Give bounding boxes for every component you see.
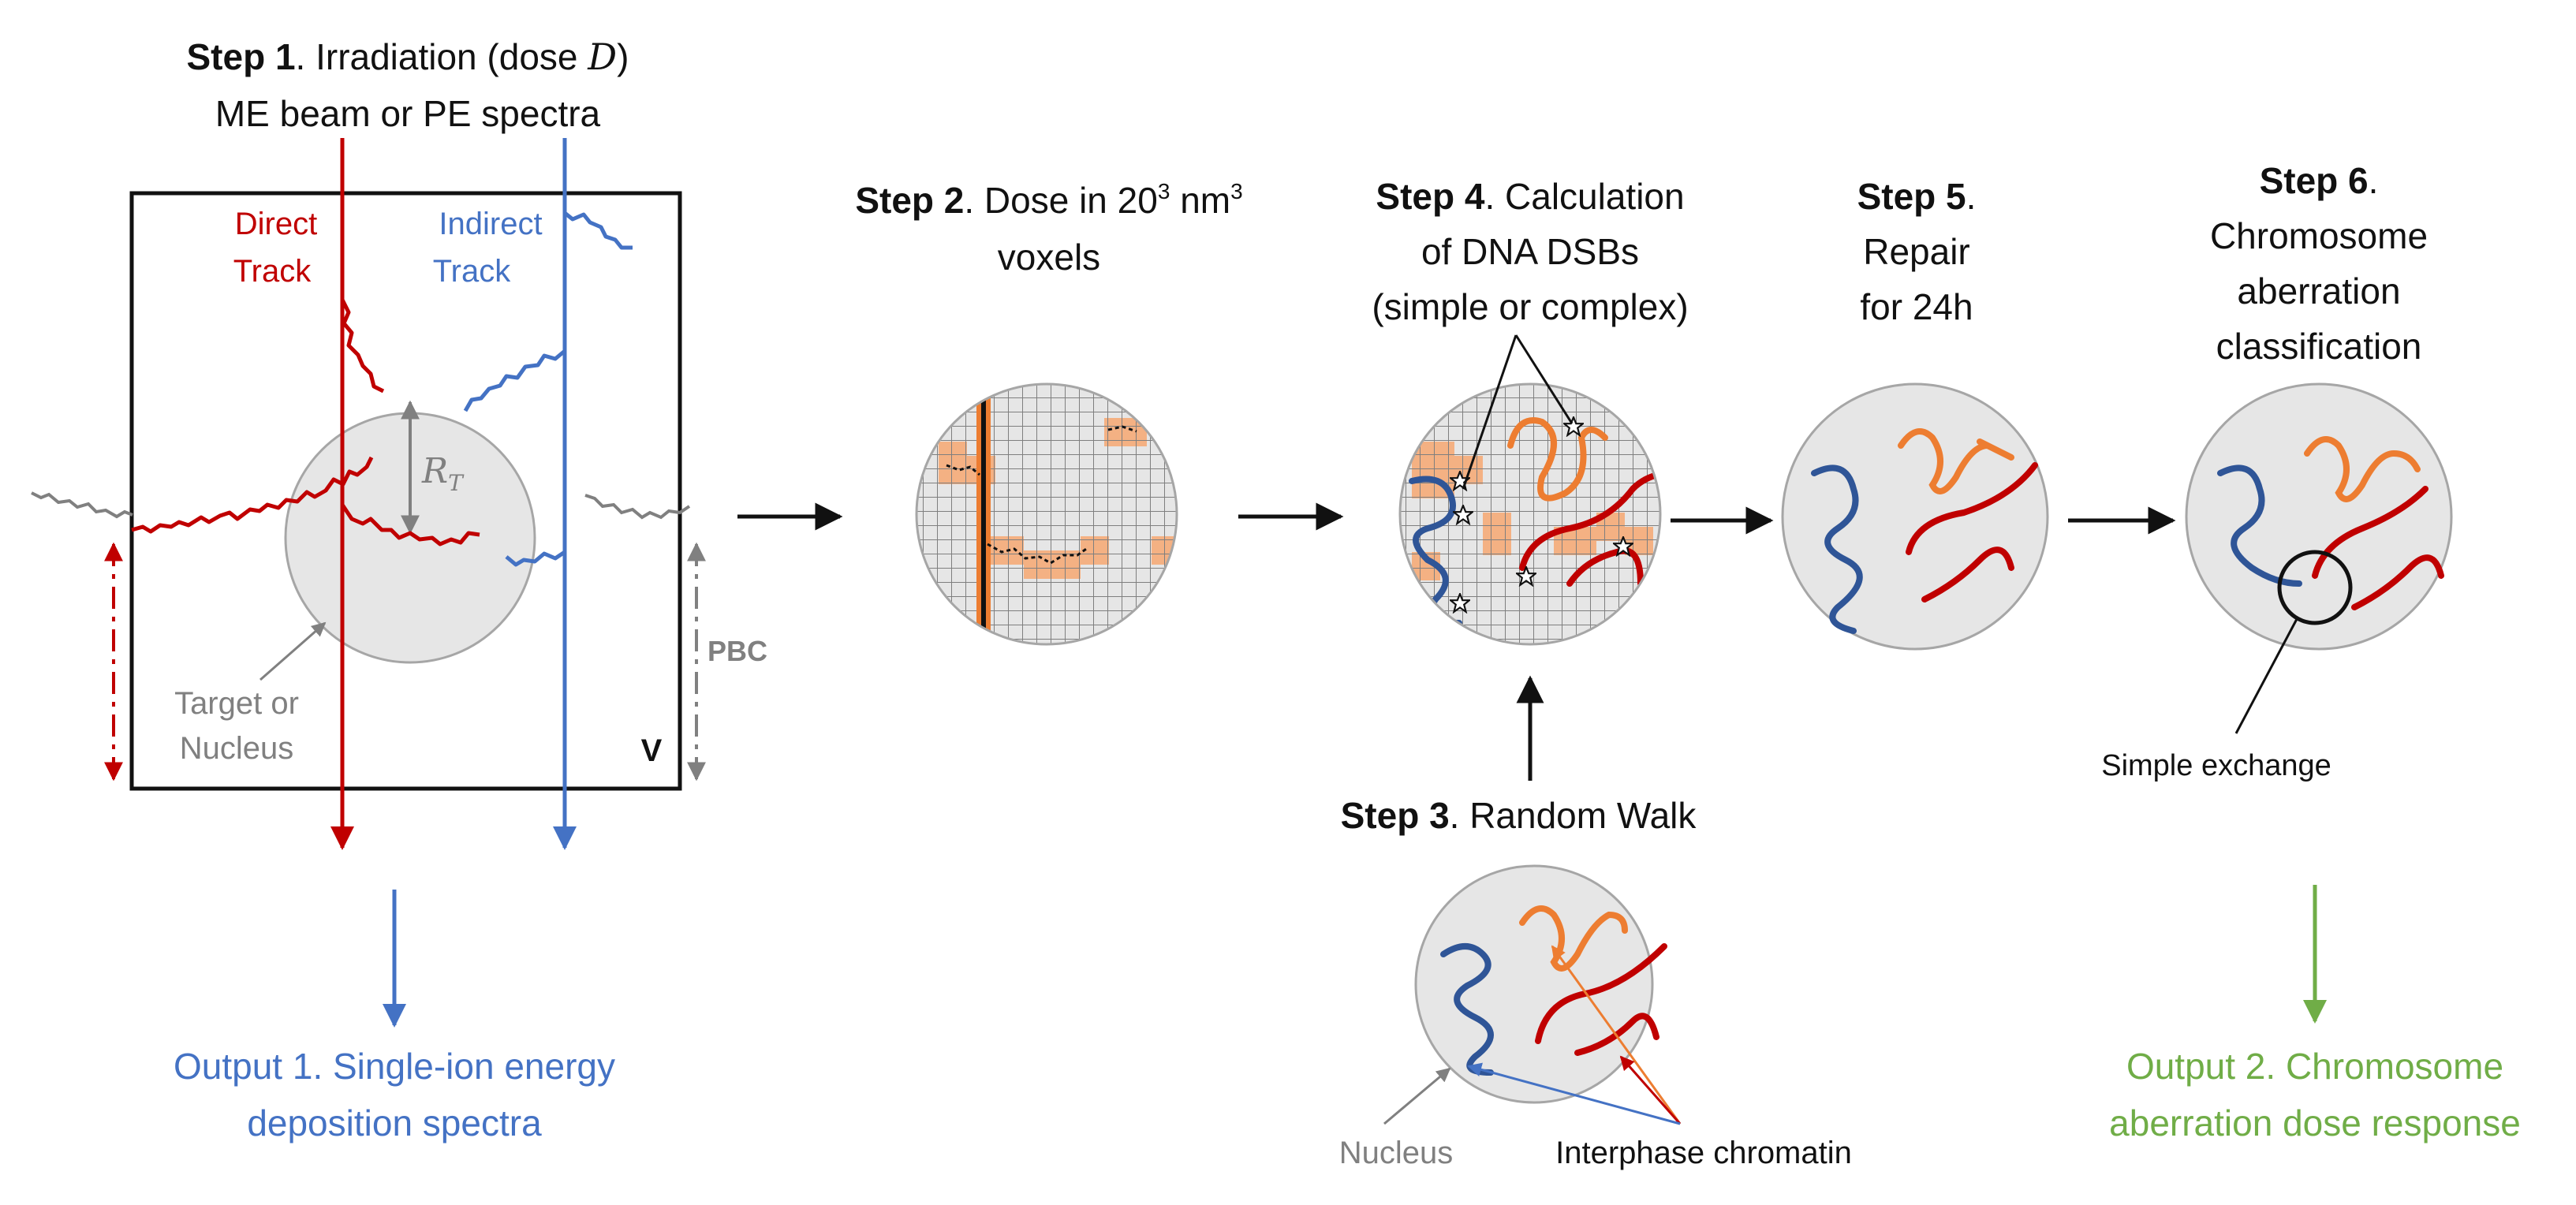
step6-panel: Step 6. Chromosome aberration classifica… (2101, 160, 2521, 1143)
chromatin-pointer-blue (1467, 1062, 1681, 1125)
direct-track-label-2: Track (233, 254, 312, 289)
periodic-track-left (31, 491, 133, 519)
step5-line3: for 24h (1860, 286, 1973, 327)
step3-title: Step 3. Random Walk (1341, 795, 1697, 836)
step5-panel: Step 5. Repair for 24h (1781, 176, 2049, 651)
pbc-label: PBC (707, 635, 767, 667)
chromatin-orange-s4 (1507, 417, 1608, 502)
step6-line4: classification (2216, 326, 2422, 367)
step4-line2: of DNA DSBs (1421, 231, 1639, 272)
step1-subtitle: ME beam or PE spectra (215, 93, 601, 134)
step6-line3: aberration (2237, 270, 2400, 312)
step4-line3: (simple or complex) (1372, 286, 1688, 327)
output1-line2: deposition spectra (247, 1102, 542, 1143)
chromatin-orange-s6 (2304, 436, 2421, 502)
exchange-circle (2277, 550, 2353, 625)
step2-panel: Step 2. Dose in 203 nm3 voxels (855, 179, 1243, 646)
chromatin-orange-s5 (1898, 428, 2014, 494)
chromatin-pointer-red (1619, 1055, 1682, 1125)
repair-nucleus (1781, 382, 2049, 651)
step1-panel: Step 1. Irradiation (dose D) ME beam or … (31, 35, 767, 1143)
step5-line2: Repair (1863, 231, 1970, 272)
step1-title-rest: . Irradiation (dose (296, 36, 588, 77)
target-pointer (259, 621, 327, 681)
indirect-track-secondary (463, 211, 633, 567)
volume-label: V (641, 733, 663, 768)
step6-title: Step 6. (2260, 160, 2379, 201)
chromatin-blue-s5 (1811, 464, 1863, 634)
chromatin-orange-s3 (1519, 905, 1628, 972)
chromatin-red-s6 (2312, 486, 2444, 610)
step4-panel: Step 4. Calculation of DNA DSBs (simple … (1372, 176, 1689, 646)
direct-track-secondary (131, 298, 480, 547)
step3-panel: Step 3. Random Walk Nucleus Interphase c… (1339, 795, 1852, 1170)
nucleus-label: Nucleus (1339, 1136, 1454, 1170)
exchange-pointer (2234, 618, 2298, 734)
step2-title: Step 2. Dose in 203 nm3 (855, 179, 1242, 221)
output1-line1: Output 1. Single-ion energy (174, 1046, 615, 1087)
nucleus-pointer (1383, 1067, 1451, 1125)
chromatin-red-s4 (1519, 470, 1660, 587)
step4-title: Step 4. Calculation (1376, 176, 1684, 217)
volume-box (129, 191, 682, 791)
chromatin-blue-s3 (1440, 943, 1494, 1076)
indirect-track-label-2: Track (433, 254, 512, 289)
target-label-2: Nucleus (180, 731, 294, 766)
step6-line2: Chromosome (2210, 215, 2428, 256)
dsb-pointer-1 (1462, 334, 1518, 490)
dsb-pointer-2 (1514, 334, 1574, 424)
output2-line1: Output 2. Chromosome (2126, 1046, 2503, 1087)
step1-title-close: ) (617, 36, 629, 77)
step5-title: Step 5. (1857, 176, 1977, 217)
chromatin-label: Interphase chromatin (1555, 1136, 1852, 1170)
radius-label: RT (421, 451, 465, 496)
step1-title: Step 1. Irradiation (dose D) (186, 35, 629, 78)
chromatin-blue-s6 (2217, 464, 2302, 587)
direct-track-label-1: Direct (235, 207, 317, 241)
periodic-track-right (584, 494, 691, 520)
dose-symbol: D (587, 35, 617, 78)
chromatin-pointer-orange (1551, 945, 1682, 1125)
grid-overlay (917, 384, 1177, 644)
step1-title-bold: Step 1 (186, 36, 295, 77)
output2-line2: aberration dose response (2109, 1102, 2521, 1143)
step2-line2: voxels (998, 237, 1100, 278)
classification-nucleus (2185, 382, 2453, 651)
chromatin-red-s5 (1906, 462, 2038, 602)
target-label-1: Target or (174, 686, 299, 721)
simple-exchange-label: Simple exchange (2101, 749, 2331, 782)
indirect-track-label-1: Indirect (439, 207, 542, 241)
